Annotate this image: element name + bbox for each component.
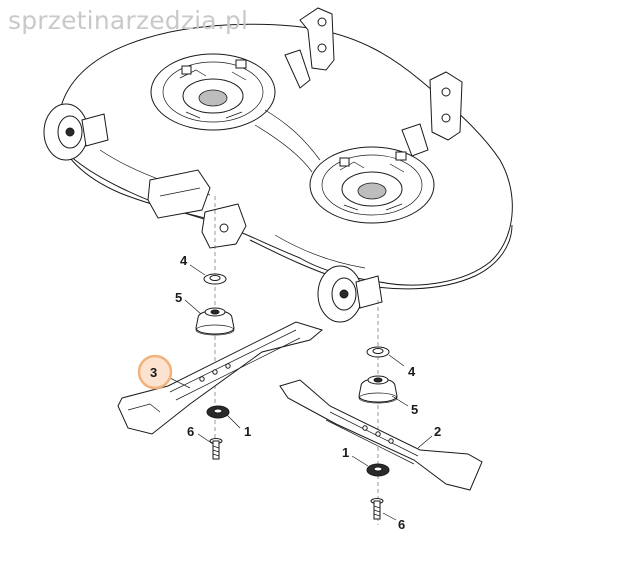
right-hub (358, 375, 398, 404)
selected-part-highlight (137, 354, 173, 390)
callout-left-bolt: 6 (187, 424, 194, 439)
callout-left-washer: 4 (180, 253, 188, 268)
right-washer (366, 346, 390, 358)
callout-right-hub: 5 (411, 402, 418, 417)
right-spacer (366, 463, 390, 477)
left-blade-assembly (117, 273, 324, 460)
left-hub (195, 307, 235, 336)
callout-right-washer: 4 (408, 364, 416, 379)
left-bolt (209, 438, 223, 460)
callout-right-bolt: 6 (398, 517, 405, 532)
callout-left-hub: 5 (175, 290, 182, 305)
right-bolt (370, 498, 384, 520)
left-blade (117, 321, 324, 435)
left-spacer (206, 405, 230, 419)
mower-deck (43, 7, 513, 323)
callout-left-spacer: 1 (244, 424, 251, 439)
callout-labels: 4 5 3 1 6 4 5 2 1 6 (150, 253, 441, 532)
right-blade (279, 379, 483, 491)
right-blade-assembly (279, 346, 483, 520)
callout-right-blade: 2 (434, 424, 441, 439)
callout-right-spacer: 1 (342, 445, 349, 460)
left-washer (203, 273, 227, 285)
leader-lines (167, 264, 433, 521)
callout-left-blade: 3 (150, 365, 157, 380)
watermark-text: sprzetinarzedzia.pl (8, 6, 249, 35)
